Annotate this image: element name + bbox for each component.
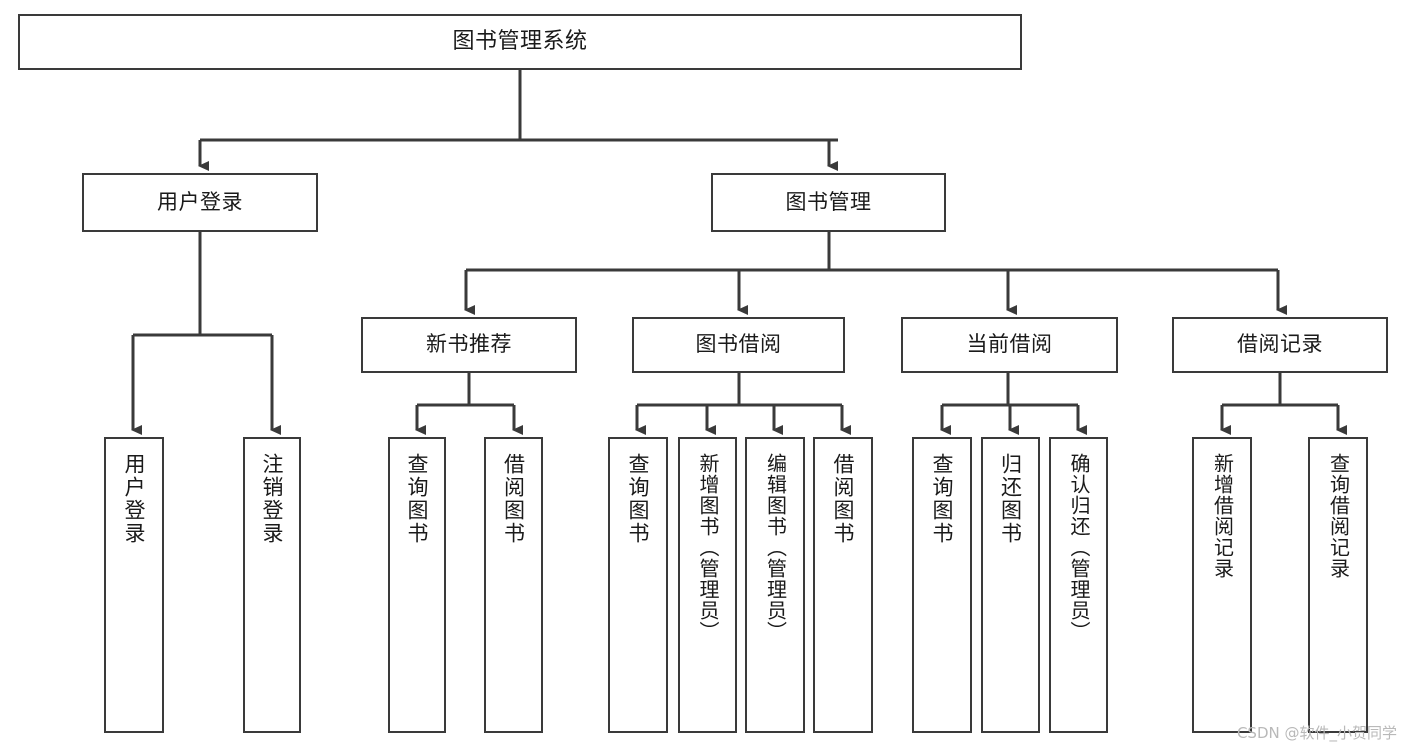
node-label: 图书借阅 bbox=[695, 332, 782, 357]
node-label: 查询图书 bbox=[405, 453, 430, 545]
node-book-borrow[interactable]: 图书借阅 bbox=[632, 317, 845, 373]
leaf-query-book-borrow[interactable]: 查询图书 bbox=[608, 437, 668, 733]
leaf-confirm-return-admin[interactable]: 确认归还（管理员） bbox=[1049, 437, 1108, 733]
leaf-query-book-current[interactable]: 查询图书 bbox=[912, 437, 972, 733]
leaf-edit-book-admin[interactable]: 编辑图书（管理员） bbox=[745, 437, 805, 733]
node-label: 图书管理 bbox=[785, 189, 872, 214]
leaf-add-borrow-record[interactable]: 新增借阅记录 bbox=[1192, 437, 1252, 733]
node-label: 借阅图书 bbox=[501, 453, 526, 545]
node-label: 查询图书 bbox=[626, 453, 651, 545]
node-label: 确认归还（管理员） bbox=[1067, 453, 1091, 642]
node-user-login[interactable]: 用户登录 bbox=[82, 173, 318, 232]
node-label: 新增借阅记录 bbox=[1210, 453, 1235, 579]
node-label: 新书推荐 bbox=[426, 332, 512, 357]
leaf-borrow-book-new[interactable]: 借阅图书 bbox=[484, 437, 543, 733]
watermark-text: CSDN @软件_小贺同学 bbox=[1236, 724, 1397, 742]
node-label: 用户登录 bbox=[122, 453, 147, 545]
node-label: 借阅记录 bbox=[1237, 332, 1323, 357]
node-book-management[interactable]: 图书管理 bbox=[711, 173, 946, 232]
node-root-system[interactable]: 图书管理系统 bbox=[18, 14, 1022, 70]
leaf-query-book-new[interactable]: 查询图书 bbox=[388, 437, 446, 733]
leaf-return-book[interactable]: 归还图书 bbox=[981, 437, 1040, 733]
leaf-user-login[interactable]: 用户登录 bbox=[104, 437, 164, 733]
node-label: 归还图书 bbox=[998, 453, 1023, 545]
node-label: 当前借阅 bbox=[966, 332, 1053, 357]
leaf-logout[interactable]: 注销登录 bbox=[243, 437, 301, 733]
leaf-add-book-admin[interactable]: 新增图书（管理员） bbox=[678, 437, 737, 733]
node-label: 图书管理系统 bbox=[452, 28, 588, 54]
node-label: 新增图书（管理员） bbox=[696, 453, 720, 642]
node-label: 查询图书 bbox=[930, 453, 955, 545]
node-new-book-recommend[interactable]: 新书推荐 bbox=[361, 317, 577, 373]
node-label: 编辑图书（管理员） bbox=[763, 453, 788, 642]
node-label: 用户登录 bbox=[157, 189, 243, 214]
node-label: 查询借阅记录 bbox=[1326, 453, 1351, 579]
node-borrow-records[interactable]: 借阅记录 bbox=[1172, 317, 1388, 373]
leaf-borrow-book[interactable]: 借阅图书 bbox=[813, 437, 873, 733]
node-label: 注销登录 bbox=[260, 453, 285, 545]
leaf-query-borrow-record[interactable]: 查询借阅记录 bbox=[1308, 437, 1368, 733]
node-current-borrow[interactable]: 当前借阅 bbox=[901, 317, 1118, 373]
node-label: 借阅图书 bbox=[831, 453, 856, 545]
